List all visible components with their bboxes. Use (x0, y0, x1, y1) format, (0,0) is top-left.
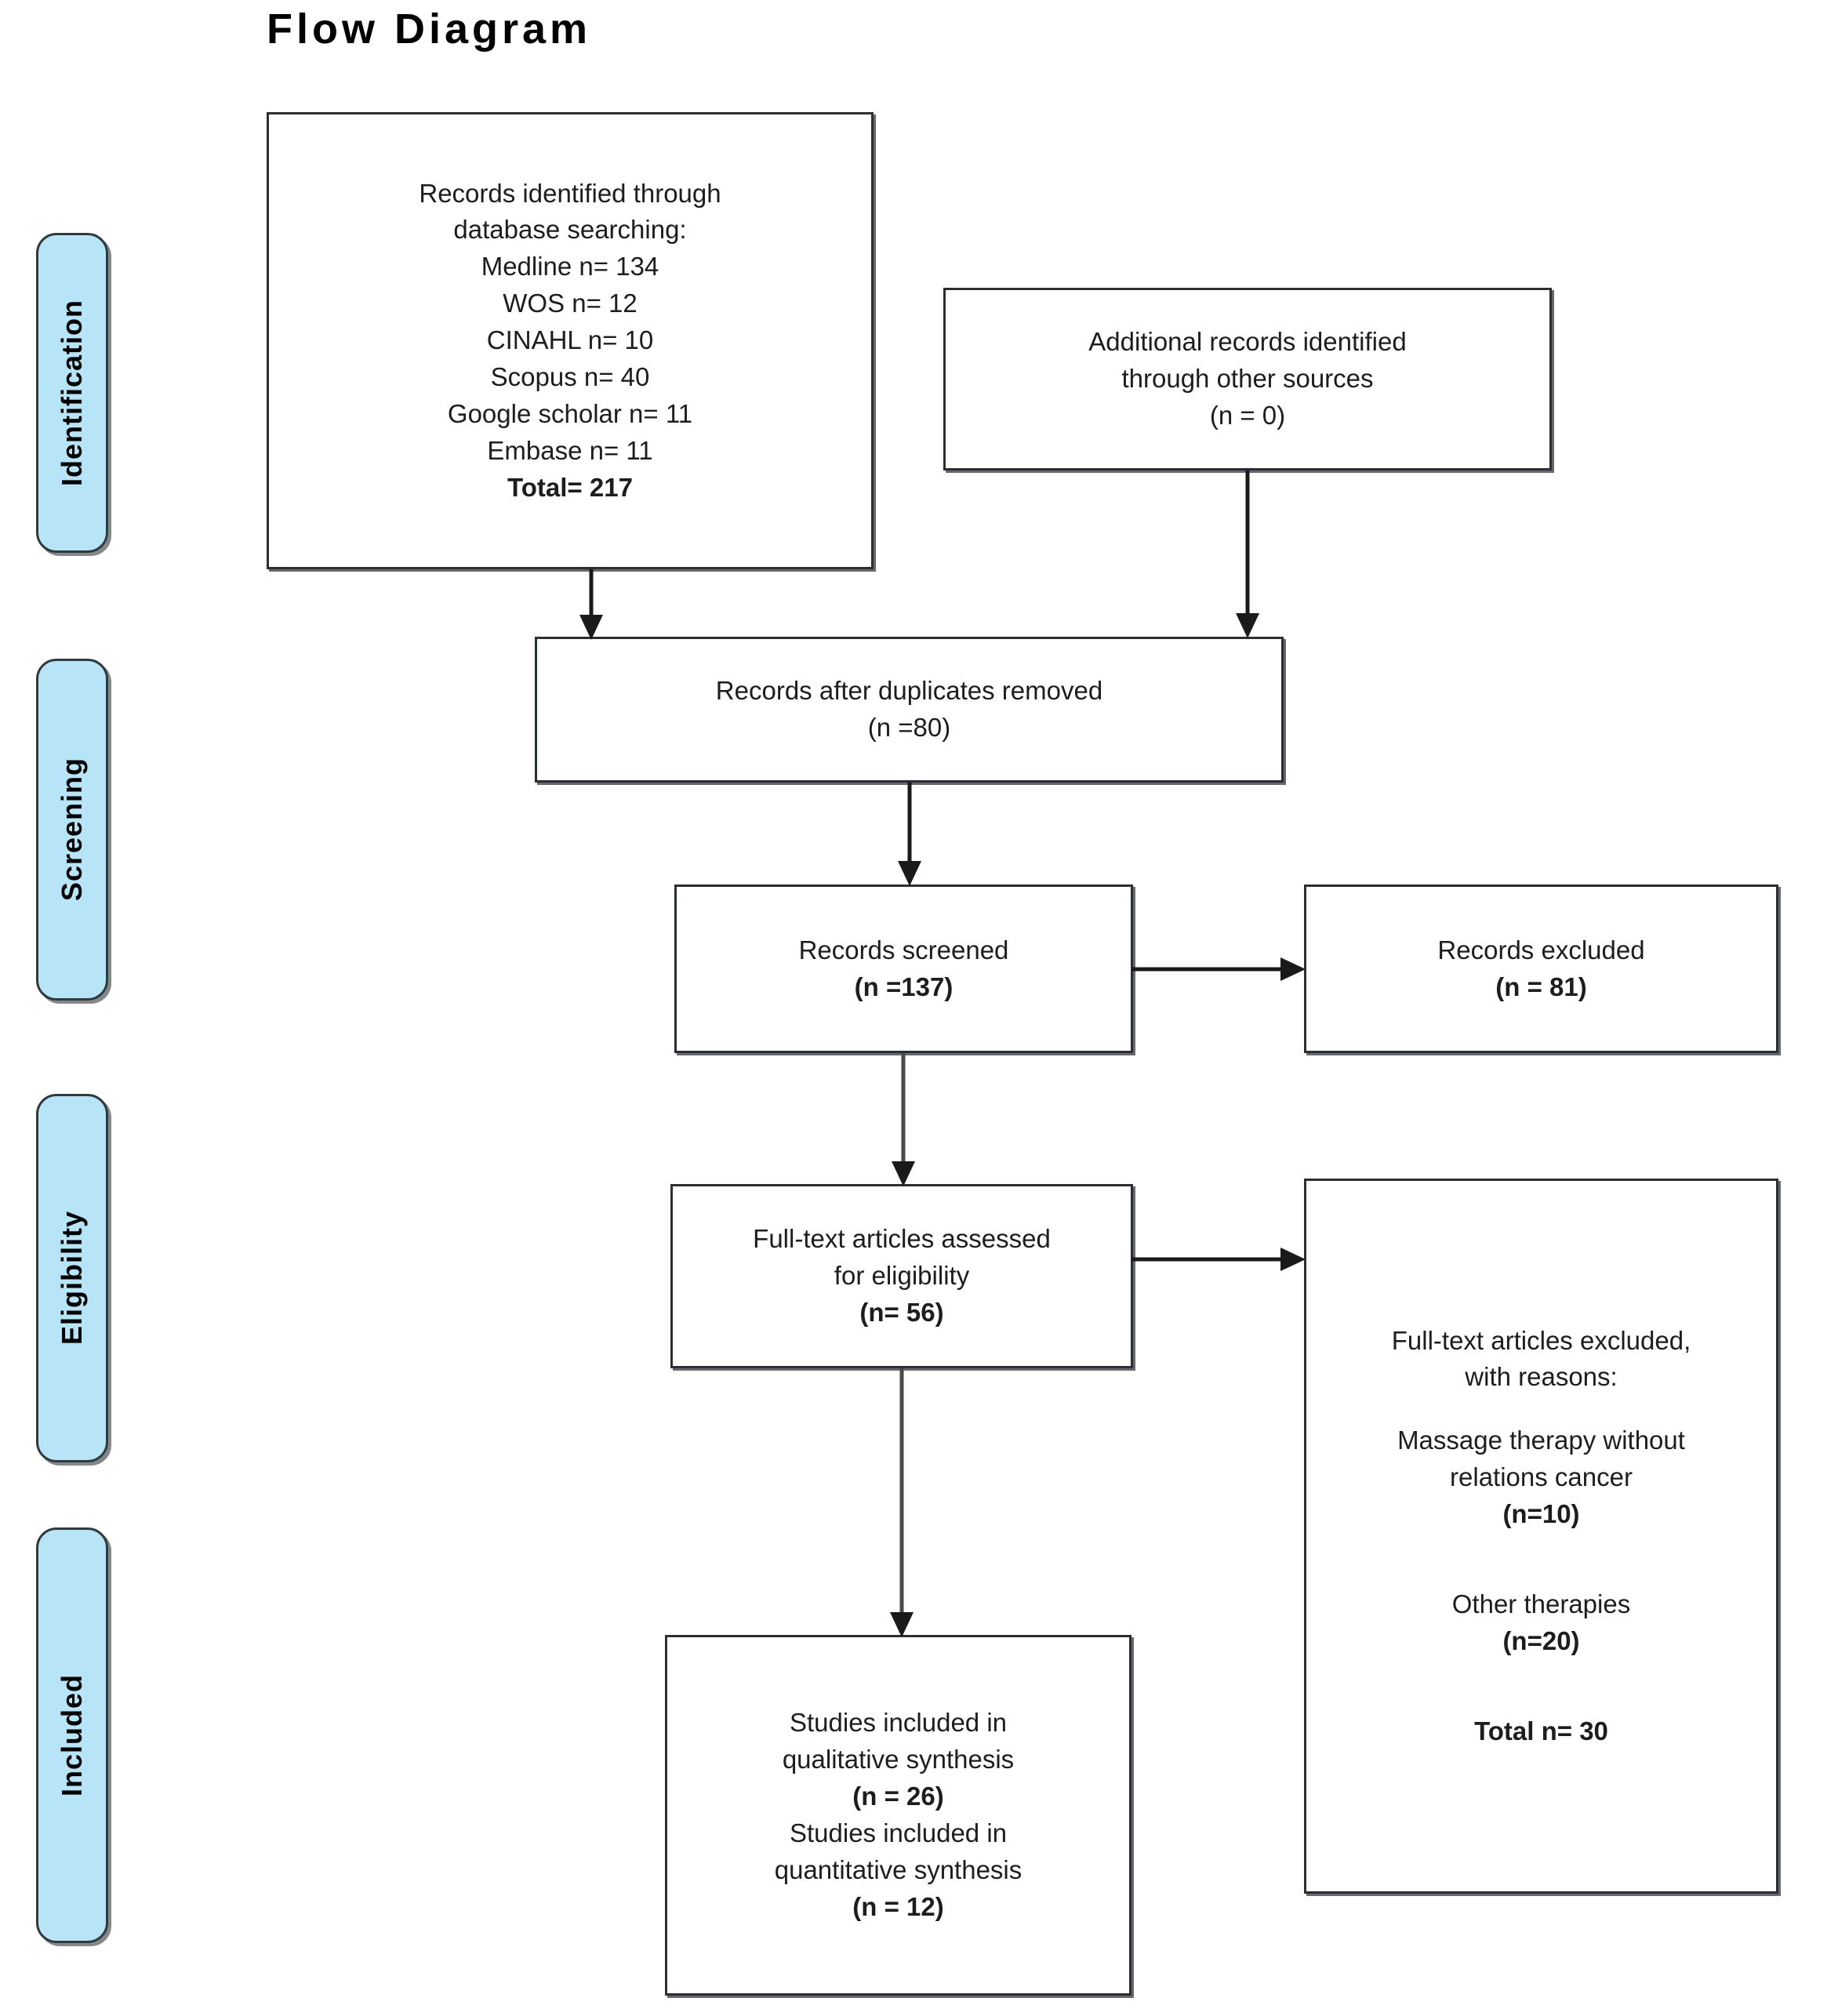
box-line: Records after duplicates removed (715, 676, 1103, 706)
box-line: CINAHL n= 10 (486, 325, 654, 355)
box-line: Full-text articles excluded, (1391, 1325, 1691, 1355)
box-records-screened: Records screened (n =137) (674, 884, 1133, 1053)
box-line: Records screened (798, 935, 1009, 964)
box-line: Scopus n= 40 (490, 361, 650, 391)
stage-pill-eligibility: Eligibility (36, 1094, 108, 1462)
box-studies-included: Studies included in qualitative synthesi… (665, 1635, 1131, 1996)
box-line: relations cancer (1450, 1462, 1633, 1492)
box-additional-records: Additional records identified through ot… (943, 288, 1552, 470)
arrow-additional-to-duplicates (1226, 470, 1270, 640)
box-line-count: (n= 56) (859, 1297, 944, 1327)
box-line: Additional records identified (1088, 327, 1407, 357)
box-line: with reasons: (1465, 1362, 1618, 1392)
box-records-identified: Records identified through database sear… (267, 112, 874, 569)
box-line: Embase n= 11 (487, 435, 653, 465)
box-line: quantitative synthesis (774, 1854, 1023, 1884)
arrow-screened-to-fulltext (881, 1053, 925, 1188)
box-line: database searching: (453, 215, 687, 245)
arrow-duplicates-to-screened (888, 783, 932, 888)
box-line: Studies included in (789, 1708, 1008, 1738)
stage-label-screening: Screening (56, 757, 88, 902)
box-line: through other sources (1121, 364, 1374, 394)
arrow-identified-to-duplicates (569, 569, 613, 641)
box-line: for eligibility (834, 1261, 970, 1291)
box-line: (n = 0) (1209, 400, 1286, 430)
box-line: WOS n= 12 (503, 289, 637, 318)
stage-label-eligibility: Eligibility (56, 1211, 88, 1346)
box-records-after-duplicates: Records after duplicates removed (n =80) (535, 637, 1284, 783)
page-title: Flow Diagram (267, 5, 592, 53)
stage-label-identification: Identification (56, 300, 88, 486)
box-line: Studies included in (789, 1818, 1008, 1847)
box-line-total: Total n= 30 (1474, 1716, 1608, 1745)
box-line-count: (n = 26) (852, 1782, 944, 1811)
arrow-screened-to-excluded (1131, 947, 1307, 991)
stage-pill-identification: Identification (36, 233, 108, 553)
box-line: Other therapies (1451, 1589, 1631, 1618)
box-line: Medline n= 134 (481, 252, 659, 282)
box-fulltext-excluded: Full-text articles excluded, with reason… (1304, 1179, 1778, 1894)
stage-pill-screening: Screening (36, 659, 108, 1001)
stage-pill-included: Included (36, 1527, 108, 1943)
box-line: (n =80) (867, 713, 951, 742)
box-records-excluded: Records excluded (n = 81) (1304, 884, 1778, 1053)
box-line-count: (n = 12) (852, 1891, 944, 1921)
box-line: Records excluded (1437, 935, 1645, 964)
box-line: Google scholar n= 11 (447, 398, 693, 428)
box-line: Full-text articles assessed (753, 1224, 1051, 1254)
box-line-total: Total= 217 (507, 472, 633, 502)
box-fulltext-assessed: Full-text articles assessed for eligibil… (670, 1184, 1133, 1368)
box-line-count: (n =137) (854, 972, 954, 1001)
box-line: qualitative synthesis (782, 1745, 1015, 1774)
arrow-fulltext-to-included (880, 1368, 924, 1639)
box-line-count: (n = 81) (1495, 972, 1587, 1001)
box-line-count: (n=10) (1502, 1499, 1580, 1528)
box-line: Massage therapy without (1397, 1426, 1685, 1455)
arrow-fulltext-to-fulltext-excluded (1131, 1237, 1307, 1281)
stage-label-included: Included (56, 1673, 88, 1796)
box-line-count: (n=20) (1502, 1626, 1580, 1655)
box-line: Records identified through (419, 178, 721, 208)
